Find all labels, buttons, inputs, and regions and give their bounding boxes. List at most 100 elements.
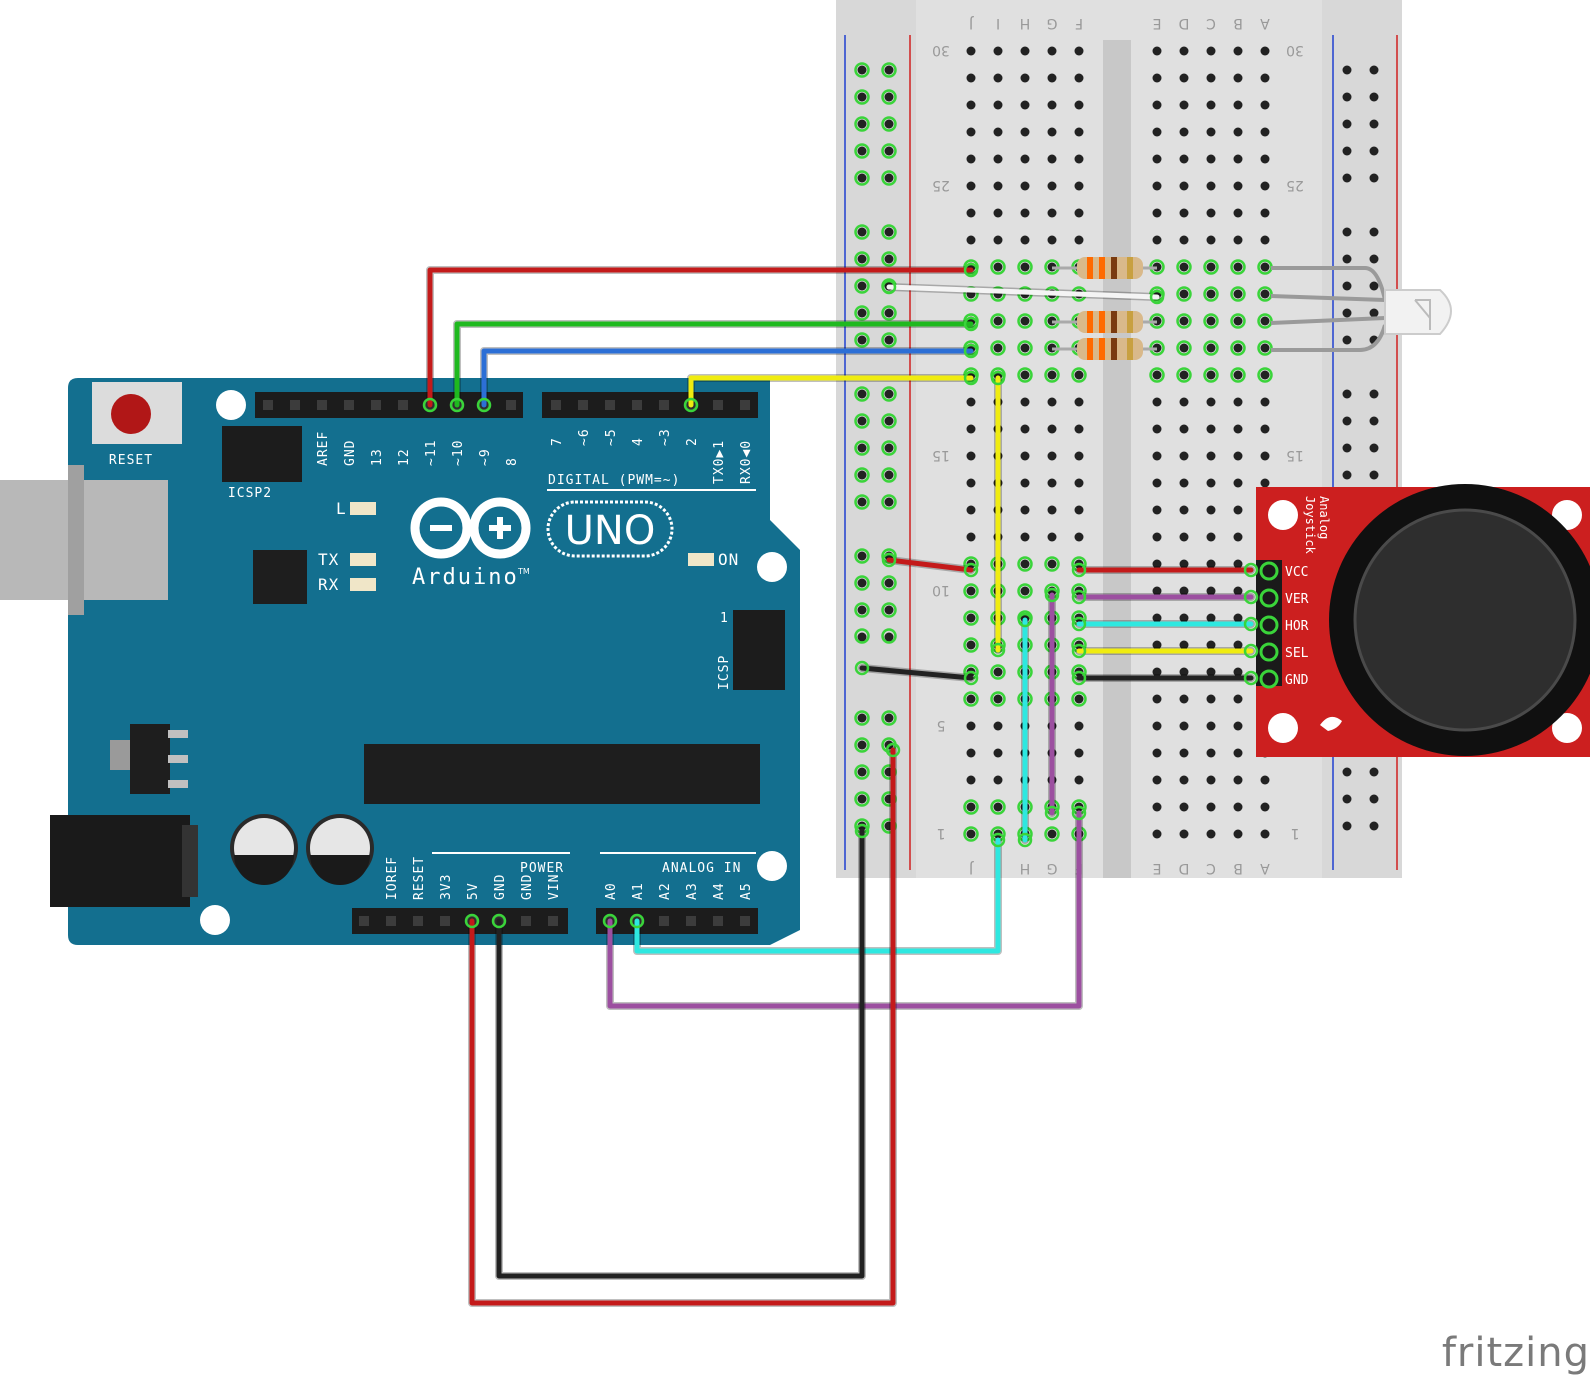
- wire-yellow-pin2: [688, 375, 974, 408]
- breadboard-hole: [1152, 235, 1162, 245]
- breadboard-hole: [966, 127, 976, 137]
- breadboard-hole: [1233, 46, 1243, 56]
- breadboard-hole-connected: [963, 637, 979, 653]
- sparkfun-flame-icon: [1320, 716, 1342, 731]
- wire-purple-a0-end: [1071, 805, 1087, 821]
- digital-pin-label: ~9: [478, 448, 493, 466]
- breadboard-hole: [966, 478, 976, 488]
- digital-pin-label: TX0▶1: [712, 440, 727, 484]
- breadboard-hole: [1047, 478, 1057, 488]
- breadboard-hole-connected: [990, 799, 1006, 815]
- breadboard-hole: [1233, 316, 1243, 326]
- digital-pin-label: 7: [550, 437, 565, 446]
- analog-pin-label: A4: [712, 882, 727, 900]
- rail-hole: [857, 605, 867, 615]
- breadboard-hole: [1233, 235, 1243, 245]
- rail-hole: [1342, 308, 1352, 318]
- breadboard-hole: [1152, 586, 1162, 596]
- resistor-band: [1099, 338, 1105, 360]
- power-pin-label: RESET: [412, 856, 427, 900]
- breadboard-hole-connected: [1203, 340, 1219, 356]
- rail-hole-connected: [854, 62, 870, 78]
- breadboard-hole: [1152, 208, 1162, 218]
- breadboard-hole: [1074, 694, 1084, 704]
- column-letter: D: [1179, 860, 1190, 876]
- row-number: 1: [937, 825, 946, 841]
- breadboard-hole: [1233, 559, 1243, 569]
- breadboard-hole-connected: [1176, 259, 1192, 275]
- rail-hole: [884, 173, 894, 183]
- breadboard-hole: [993, 262, 1003, 272]
- breadboard-hole: [1206, 370, 1216, 380]
- joystick-pin-label: SEL: [1285, 646, 1309, 661]
- breadboard-hole: [1233, 127, 1243, 137]
- column-letter: J: [969, 15, 974, 31]
- breadboard-hole: [1179, 451, 1189, 461]
- mount-hole: [757, 552, 787, 582]
- analog-title: ANALOG IN: [662, 861, 741, 876]
- breadboard-hole: [1179, 100, 1189, 110]
- breadboard-hole: [1233, 802, 1243, 812]
- rail-hole: [857, 335, 867, 345]
- wire-white-jumper-end: [881, 279, 897, 295]
- rail-hole-connected: [881, 251, 897, 267]
- breadboard-hole: [993, 694, 1003, 704]
- header-pin: [359, 916, 369, 926]
- rail-hole-connected: [881, 116, 897, 132]
- breadboard-hole: [1206, 532, 1216, 542]
- breadboard-hole: [1233, 262, 1243, 272]
- rail-hole-connected: [881, 467, 897, 483]
- uno-badge: [546, 500, 674, 558]
- breadboard-hole: [1260, 316, 1270, 326]
- rail-hole-connected: [854, 737, 870, 753]
- breadboard-hole: [1233, 667, 1243, 677]
- digital-pin-label: ~10: [451, 440, 466, 466]
- breadboard-hole: [1206, 46, 1216, 56]
- breadboard-hole: [1074, 775, 1084, 785]
- breadboard-hole: [1206, 316, 1216, 326]
- wire-cyan-a1-end: [990, 832, 1006, 848]
- wire-blue-pin9: [481, 348, 974, 408]
- row-number: 15: [1286, 447, 1304, 463]
- breadboard-hole-connected: [990, 664, 1006, 680]
- reset-button-cap: [111, 394, 151, 434]
- column-letter: A: [1260, 15, 1270, 31]
- breadboard-hole: [1047, 532, 1057, 542]
- breadboard-hole: [1233, 586, 1243, 596]
- rail-hole: [884, 470, 894, 480]
- atmega-chip: [364, 744, 760, 804]
- header-pin: [578, 400, 588, 410]
- breadboard-hole: [1152, 154, 1162, 164]
- breadboard-hole: [1152, 829, 1162, 839]
- power-pin-label: GND: [493, 874, 508, 900]
- breadboard-hole: [993, 100, 1003, 110]
- power-title: POWER: [520, 861, 564, 876]
- rail-hole: [1342, 821, 1352, 831]
- led-rx-label: RX: [318, 575, 339, 594]
- breadboard-hole: [1233, 721, 1243, 731]
- rail-hole: [1369, 173, 1379, 183]
- breadboard-hole: [966, 775, 976, 785]
- rail-hole: [857, 146, 867, 156]
- breadboard-hole: [1020, 181, 1030, 191]
- rail-hole: [1342, 281, 1352, 291]
- column-letter: B: [1233, 15, 1243, 31]
- rail-hole: [1342, 416, 1352, 426]
- breadboard-hole: [993, 73, 1003, 83]
- breadboard-hole: [1179, 181, 1189, 191]
- row-number: 1: [1291, 825, 1300, 841]
- breadboard-hole-connected: [1203, 367, 1219, 383]
- breadboard-hole: [966, 73, 976, 83]
- rail-hole-connected: [854, 628, 870, 644]
- rail-hole-connected: [854, 278, 870, 294]
- digital-pin-label: 13: [370, 448, 385, 466]
- rail-hole: [884, 254, 894, 264]
- breadboard-hole: [1020, 208, 1030, 218]
- rail-hole: [884, 308, 894, 318]
- breadboard-hole-connected: [990, 259, 1006, 275]
- breadboard-hole: [1179, 208, 1189, 218]
- resistor-band: [1087, 311, 1093, 333]
- breadboard-hole-connected: [1044, 556, 1060, 572]
